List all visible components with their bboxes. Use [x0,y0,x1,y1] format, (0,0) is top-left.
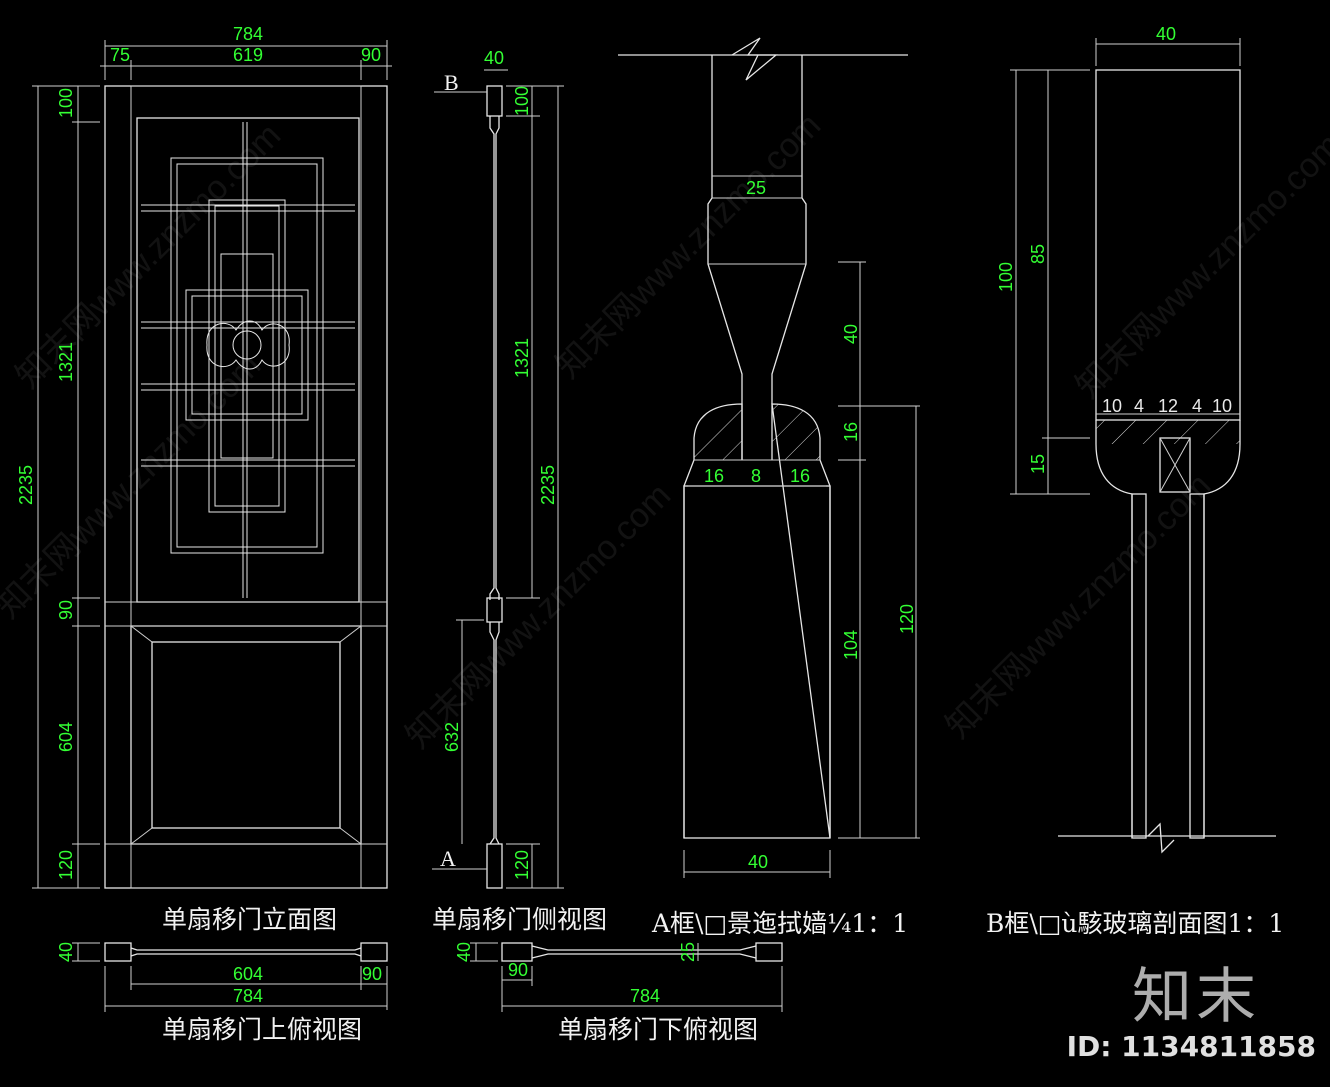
dim-b-10a: 10 [1102,396,1122,416]
dim-panel-height: 604 [56,722,76,752]
title-frame-b: B框\□ù駭玻璃剖面图1：1 [986,909,1284,938]
dim-b-100: 100 [996,262,1016,292]
side-dim-lines [456,69,564,889]
dim-side-bottom: 120 [512,850,532,880]
dim-b-4b: 4 [1192,396,1202,416]
dim-bottom-thick: 40 [454,942,474,962]
dim-a-16v: 16 [841,422,861,442]
frame-a-section: 25 40 16 104 120 16 8 16 40 A框\□景迤拭嫱¼1：1 [618,37,920,938]
watermark-5: 知末网www.znzmo.com [939,466,1218,745]
frame-b-section: 40 100 85 15 10 4 12 4 10 B框\□ù駭玻璃剖面图1：1 [986,24,1284,938]
dim-a-16b: 16 [790,466,810,486]
front-dim-lines [32,40,392,889]
title-top-view: 单扇移门上俯视图 [162,1015,362,1044]
title-front-elevation: 单扇移门立面图 [162,905,337,934]
dim-b-4a: 4 [1134,396,1144,416]
dim-a-40: 40 [841,324,861,344]
dim-top-90: 90 [362,964,382,984]
brand-logo: 知末 [1132,962,1260,1032]
label-b: B [444,70,459,95]
brand-id: ID: 1134811858 [1066,1030,1316,1063]
watermark-6: 知末网www.znzmo.com [1069,126,1330,405]
dim-glass-height: 1321 [56,342,76,382]
top-view: 40 604 90 784 单扇移门上俯视图 [56,942,388,1044]
dim-mid-rail: 90 [56,600,76,620]
title-side-view: 单扇移门侧视图 [432,905,607,934]
dim-a-120: 120 [897,604,917,634]
dim-width: 784 [233,24,263,44]
cloud-ornament [206,320,290,370]
title-frame-a: A框\□景迤拭嫱¼1：1 [651,909,908,938]
dim-bottom-90: 90 [508,960,528,980]
dim-right: 90 [361,45,381,65]
dim-b-85: 85 [1028,244,1048,264]
door-stile-lines [130,85,362,889]
label-a: A [440,846,456,871]
dim-bottom-25: 25 [678,942,698,962]
raised-panel [151,641,341,829]
watermark-4: 知末网www.znzmo.com [399,476,678,755]
dim-b-15: 15 [1028,454,1048,474]
dim-side-panel: 632 [442,722,462,752]
dim-a-16a: 16 [704,466,724,486]
dim-left: 75 [110,45,130,65]
dim-top-thick: 40 [56,942,76,962]
dim-a-25: 25 [746,178,766,198]
dim-top-604: 604 [233,964,263,984]
front-elevation: 784 75 619 90 2235 100 1321 90 604 120 单… [16,24,392,934]
dim-a-104: 104 [841,630,861,660]
dim-a-40w: 40 [748,852,768,872]
watermark-3: 知末网www.znzmo.com [549,106,828,385]
lower-panel [130,625,362,845]
dim-bottom-784: 784 [630,986,660,1006]
dim-a-8: 8 [751,466,761,486]
dim-side-total: 2235 [538,465,558,505]
dim-top-784: 784 [233,986,263,1006]
dim-total-height: 2235 [16,465,36,505]
dim-b-10b: 10 [1212,396,1232,416]
side-view: B A 40 100 1321 2235 632 120 单扇移门侧视图 [432,48,607,934]
bottom-view: 40 90 25 784 单扇移门下俯视图 [454,942,783,1044]
dim-side-thick: 40 [484,48,504,68]
dim-bottom-rail: 120 [56,850,76,880]
dim-top-rail: 100 [56,88,76,118]
title-bottom-view: 单扇移门下俯视图 [558,1015,758,1044]
lattice [141,122,355,598]
dim-mid: 619 [233,45,263,65]
dim-side-top: 100 [512,86,532,116]
dim-b-40: 40 [1156,24,1176,44]
dim-side-glass: 1321 [512,338,532,378]
dim-b-12: 12 [1158,396,1178,416]
